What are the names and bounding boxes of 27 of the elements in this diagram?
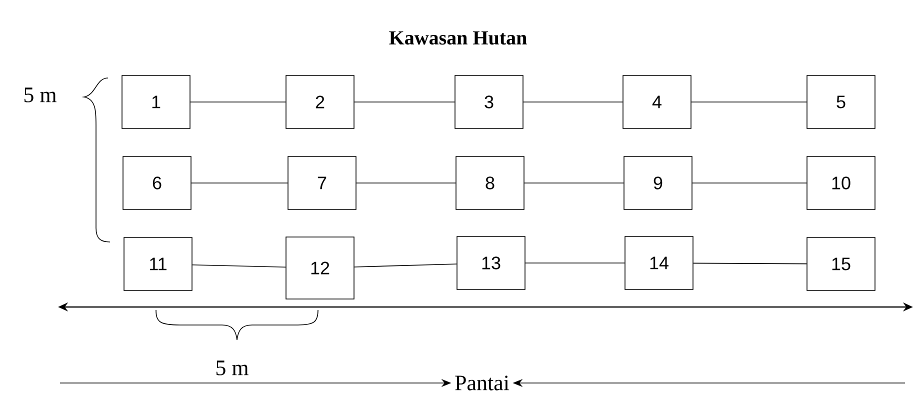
connector-line (692, 182, 807, 184)
title: Kawasan Hutan (389, 31, 527, 45)
connector-line (356, 182, 456, 184)
plot-box: 2 (286, 75, 354, 129)
plot-box: 5 (806, 75, 876, 129)
plot-box: 3 (454, 75, 524, 129)
place-label: Pantai (455, 376, 510, 390)
connector-line (192, 264, 286, 268)
plot-box: 12 (286, 236, 354, 300)
plot-box: 1 (122, 75, 190, 129)
plot-box: 9 (624, 156, 692, 210)
plot-box: 13 (456, 236, 526, 290)
connector-line (693, 262, 807, 264)
connector-line (354, 264, 457, 268)
plot-box: 14 (624, 236, 694, 290)
dimension-label: 5 m (24, 88, 56, 102)
connector-line (191, 182, 288, 184)
plot-box: 6 (122, 156, 192, 210)
connector-line (525, 262, 625, 264)
plot-box: 8 (456, 156, 524, 210)
plot-box: 10 (806, 156, 876, 210)
plot-box: 4 (622, 75, 692, 129)
plot-box: 15 (806, 237, 876, 291)
dimension-label: 5 m (216, 360, 248, 376)
plot-box: 11 (124, 237, 192, 291)
connector-line (524, 182, 624, 184)
plot-box: 7 (288, 156, 356, 210)
